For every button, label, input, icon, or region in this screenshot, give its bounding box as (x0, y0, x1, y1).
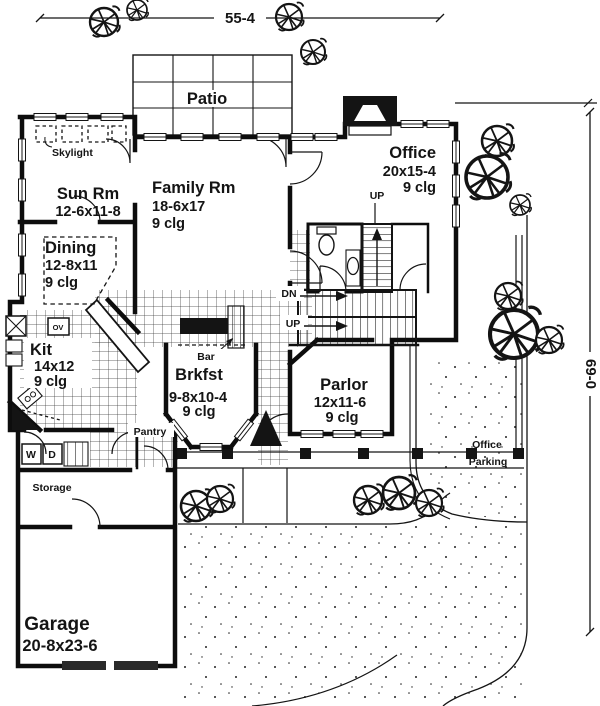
fireplace-icon (343, 96, 397, 136)
label-sun-rm-name: Sun Rm (57, 185, 119, 203)
label-bar: Bar (197, 351, 215, 363)
width-dimension-label: 55-4 (225, 10, 256, 27)
label-kitchen-size: 14x12 (34, 359, 74, 375)
stairs-office (361, 223, 393, 293)
label-dining-name: Dining (45, 239, 96, 257)
tree-icon (464, 151, 513, 201)
label-oven: OV (53, 323, 64, 332)
tree-icon (509, 192, 533, 217)
label-breakfast-ceiling: 9 clg (182, 404, 215, 420)
bar-counter (178, 305, 246, 353)
sink-icon (346, 256, 360, 276)
label-patio: Patio (187, 90, 227, 108)
label-halos (24, 90, 232, 437)
dimension-right: 69-0 (582, 107, 599, 637)
skylight-icon (35, 125, 127, 143)
tree-icon (490, 307, 541, 359)
label-breakfast-size: 9-8x10-4 (169, 390, 227, 406)
height-dimension-label: 69-0 (582, 359, 599, 389)
label-parlor-size: 12x11-6 (314, 395, 366, 411)
label-breakfast-name: Brkfst (175, 366, 223, 384)
tree-icon (381, 473, 419, 512)
label-family-name: Family Rm (152, 179, 235, 197)
tree-icon (352, 483, 385, 516)
front-porch (175, 448, 524, 469)
label-office-stairs-up: UP (370, 190, 385, 202)
room-labels: Patio Skylight Sun Rm 12-6x11-8 Family R… (22, 90, 507, 655)
tree-icon (299, 37, 328, 66)
label-parlor-ceiling: 9 clg (325, 410, 358, 426)
label-dryer: D (48, 449, 56, 461)
laundry-tub (63, 441, 89, 467)
label-garage-name: Garage (24, 614, 89, 635)
label-family-ceiling: 9 clg (152, 216, 185, 232)
label-garage-size: 20-8x23-6 (22, 637, 97, 655)
label-stairs-up: UP (286, 318, 301, 330)
dining-ceiling-outline (43, 236, 117, 305)
toilet-bowl-icon (318, 234, 335, 256)
powder-room (316, 226, 361, 287)
tree-icon (274, 1, 305, 32)
label-office-parking-2: Parking (469, 456, 508, 468)
tree-icon (480, 122, 516, 158)
tree-icon (493, 280, 524, 311)
label-office-parking-1: Office (472, 439, 502, 451)
oven-box (47, 317, 70, 336)
label-kitchen-ceiling: 9 clg (34, 374, 67, 390)
label-storage: Storage (32, 482, 71, 494)
dryer-box (42, 443, 63, 465)
label-washer: W (26, 449, 36, 461)
entry-marker-icon (250, 410, 282, 446)
tree-icon (88, 5, 121, 38)
tree-icon (205, 483, 236, 514)
label-stairs-dn: DN (281, 288, 296, 300)
label-office-ceiling: 9 clg (403, 180, 436, 196)
label-skylight: Skylight (52, 147, 93, 159)
label-office-size: 20x15-4 (383, 164, 436, 180)
label-dining-size: 12-8x11 (45, 258, 97, 274)
label-sun-rm-size: 12-6x11-8 (55, 204, 120, 220)
kitchen-island (84, 298, 151, 374)
label-parlor-name: Parlor (320, 376, 368, 394)
windows (18, 113, 460, 670)
washer-box (21, 443, 42, 465)
dimension-top: 55-4 (35, 10, 445, 27)
stairs-main (276, 286, 417, 346)
dashed-overlays (21, 125, 127, 421)
label-pantry: Pantry (134, 426, 167, 438)
site-hardscape (178, 98, 597, 706)
toilet-icon (316, 226, 337, 235)
label-family-size: 18-6x17 (152, 199, 205, 215)
label-dining-ceiling: 9 clg (45, 275, 78, 291)
label-office-name: Office (389, 144, 436, 162)
label-kitchen-name: Kit (30, 341, 53, 359)
kitchen-fixtures (5, 298, 151, 467)
tree-icon (534, 324, 565, 355)
